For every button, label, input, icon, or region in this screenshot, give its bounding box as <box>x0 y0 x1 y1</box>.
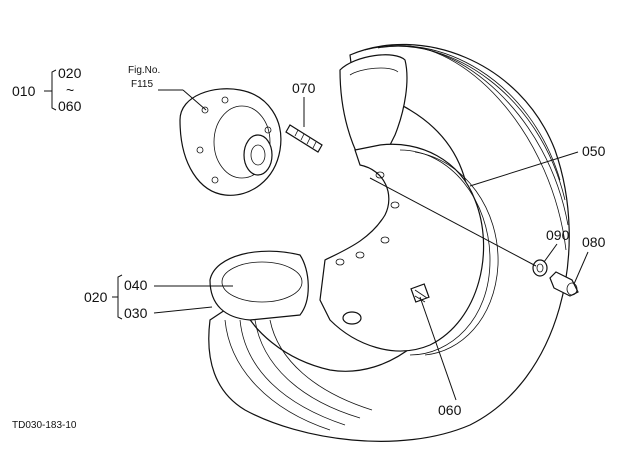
callout-030: 030 <box>124 305 148 321</box>
leader-lines <box>44 69 589 401</box>
fig-ref-line2: F115 <box>131 79 153 90</box>
range-tilde: ~ <box>66 82 74 98</box>
callout-040: 040 <box>124 277 148 293</box>
callout-060-range-end: 060 <box>58 98 82 114</box>
callout-090: 090 <box>546 227 570 243</box>
washer-shape <box>532 259 548 277</box>
callout-020: 020 <box>84 289 108 305</box>
callout-070: 070 <box>292 80 316 96</box>
rim-disc-shape <box>319 143 499 356</box>
callout-080: 080 <box>582 234 606 250</box>
fig-ref-line1: Fig.No. <box>128 65 160 76</box>
callout-050: 050 <box>582 143 606 159</box>
tire-shape <box>208 43 570 442</box>
stud-bolt-shape <box>285 124 323 153</box>
callout-020-range-start: 020 <box>58 65 82 81</box>
callout-060: 060 <box>438 402 462 418</box>
nut-shape <box>549 271 579 297</box>
callout-010: 010 <box>12 83 36 99</box>
drawing-code: TD030-183-10 <box>12 420 77 431</box>
hub-shape <box>179 88 282 196</box>
